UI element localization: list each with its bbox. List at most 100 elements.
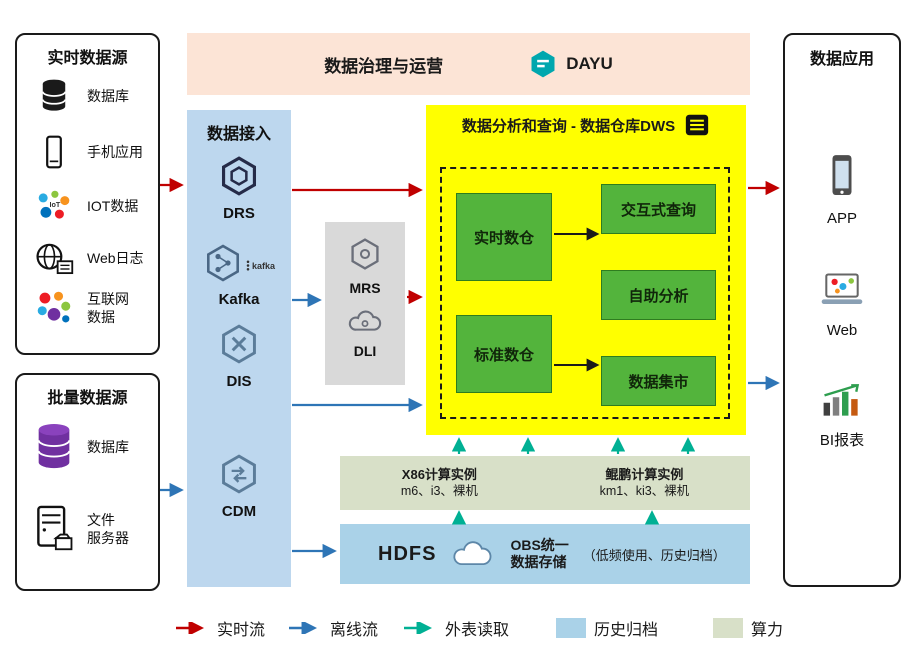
interactive-query-box: 交互式查询	[601, 184, 716, 234]
iot-icon: IoT	[31, 188, 77, 224]
list-item: 互联网 数据	[31, 289, 129, 327]
app-phone-icon	[823, 153, 861, 206]
archive-swatch	[556, 618, 586, 638]
phone-icon	[31, 133, 77, 171]
list-item: 数据库	[31, 420, 129, 474]
compute-models: km1、ki3、裸机	[599, 484, 690, 499]
governance-bar: 数据治理与运营 DAYU	[187, 33, 750, 95]
legend-label: 离线流	[330, 622, 379, 639]
list-item: 数据库	[31, 77, 129, 115]
governance-title: 数据治理与运营	[324, 56, 444, 76]
service-dli: DLI	[325, 307, 405, 359]
compute-title: X86计算实例	[401, 466, 477, 482]
source-label: 手机应用	[87, 143, 143, 160]
kunpeng-compute-group: 鲲鹏计算实例 km1、ki3、裸机	[600, 466, 690, 500]
dayu-hexagon-icon	[531, 50, 555, 78]
legend-label: 算力	[751, 622, 784, 639]
applications-panel: 数据应用 APP Web BI报表	[783, 33, 901, 587]
mrs-icon	[347, 236, 383, 277]
service-name: DLI	[353, 343, 377, 359]
compute-title: 鲲鹏计算实例	[605, 466, 684, 482]
app-label: APP	[826, 210, 857, 227]
service-dis: DIS	[187, 323, 291, 390]
internet-data-icon	[31, 289, 77, 327]
source-label: 文件 服务器	[87, 511, 129, 546]
service-mrs: MRS	[325, 236, 405, 296]
app-item: APP	[785, 153, 899, 227]
dws-title-row: 数据分析和查询 - 数据仓库DWS	[426, 113, 746, 137]
database-icon	[31, 77, 77, 115]
obs-cloud-icon	[453, 541, 492, 566]
svg-text:IoT: IoT	[50, 200, 61, 209]
data-mart-box: 数据集市	[601, 356, 716, 406]
source-label: 数据库	[87, 87, 129, 104]
compute-instances-panel: X86计算实例 m6、i3、裸机 鲲鹏计算实例 km1、ki3、裸机	[340, 456, 750, 510]
obs-label: OBS统一 数据存储	[510, 536, 569, 571]
legend-label: 历史归档	[594, 622, 659, 639]
dws-panel: 数据分析和查询 - 数据仓库DWS 实时数仓 标准数仓 交互式查询 自助分析 数…	[426, 105, 746, 435]
batch-sources-title: 批量数据源	[47, 390, 128, 407]
dws-warehouse-icon	[686, 114, 709, 136]
source-label: 互联网 数据	[87, 290, 129, 325]
dli-icon	[346, 307, 384, 340]
compute-swatch	[713, 618, 743, 638]
service-cdm: CDM	[187, 453, 291, 520]
compute-models: m6、i3、裸机	[400, 484, 478, 499]
realtime-sources-title: 实时数据源	[47, 50, 128, 67]
ingestion-panel: 数据接入 DRS kafka Kafka DIS	[187, 110, 291, 587]
source-label: Web日志	[87, 250, 144, 267]
storage-note: （低频使用、历史归档）	[582, 547, 726, 563]
legend-realtime-flow: 实时流	[175, 616, 265, 640]
app-label: BI报表	[819, 432, 865, 449]
service-name: DRS	[223, 205, 255, 222]
kafka-wordmark: kafka	[245, 260, 275, 271]
app-label: Web	[826, 322, 858, 339]
kafka-logo-glyph	[246, 260, 250, 271]
dws-inner-group	[440, 167, 730, 419]
self-service-analysis-box: 自助分析	[601, 270, 716, 320]
app-item: Web	[785, 271, 899, 339]
service-name: DIS	[226, 373, 252, 390]
web-log-icon	[31, 240, 77, 277]
list-item: 文件 服务器	[31, 503, 129, 555]
legend-history-archive: 历史归档	[556, 616, 658, 640]
app-item: BI报表	[785, 380, 899, 450]
cdm-icon	[218, 453, 260, 500]
red-arrow-icon	[176, 622, 205, 634]
service-name: CDM	[221, 503, 257, 520]
source-label: IOT数据	[87, 197, 139, 214]
list-item: IoT IOT数据	[31, 188, 138, 224]
database-stack-icon	[31, 420, 77, 474]
kafka-icon	[203, 243, 243, 288]
drs-icon	[218, 155, 260, 202]
service-kafka: kafka Kafka	[187, 243, 291, 308]
legend-label: 实时流	[217, 622, 266, 639]
realtime-sources-panel: 实时数据源 数据库 手机应用 IoT IOT数据 Web日志	[15, 33, 160, 355]
teal-arrow-icon	[404, 622, 433, 634]
legend-external-read: 外表读取	[403, 616, 509, 640]
x86-compute-group: X86计算实例 m6、i3、裸机	[401, 466, 478, 500]
ingestion-title: 数据接入	[206, 126, 271, 143]
dayu-logo: DAYU	[528, 49, 613, 79]
dis-icon	[218, 323, 260, 370]
service-name: Kafka	[218, 291, 260, 308]
list-item: 手机应用	[31, 133, 143, 171]
realtime-warehouse-box: 实时数仓	[456, 193, 552, 281]
blue-arrow-icon	[289, 622, 318, 634]
web-monitor-icon	[818, 271, 866, 318]
applications-title: 数据应用	[809, 51, 874, 68]
dws-title: 数据分析和查询 - 数据仓库DWS	[461, 117, 676, 135]
service-name: MRS	[349, 280, 381, 296]
legend-offline-flow: 离线流	[288, 616, 378, 640]
file-server-icon	[31, 503, 77, 555]
legend-label: 外表读取	[445, 622, 510, 639]
standard-warehouse-box: 标准数仓	[456, 315, 552, 393]
legend-compute-power: 算力	[713, 616, 783, 640]
bi-report-icon	[819, 380, 865, 425]
source-label: 数据库	[87, 438, 129, 455]
storage-panel: HDFS OBS统一 数据存储 （低频使用、历史归档）	[340, 524, 750, 584]
processing-panel: MRS DLI	[325, 222, 405, 385]
list-item: Web日志	[31, 240, 144, 277]
batch-sources-panel: 批量数据源 数据库 文件 服务器	[15, 373, 160, 591]
